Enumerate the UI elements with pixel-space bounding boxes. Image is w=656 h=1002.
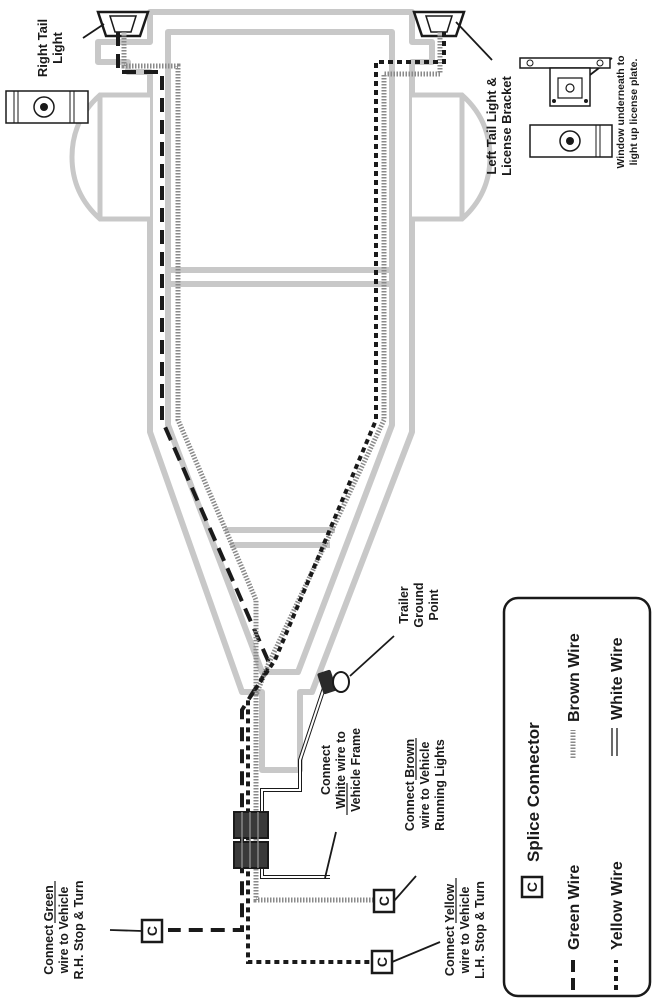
right-tail-light — [96, 10, 150, 38]
label-trailer-ground: Trailer Ground Point — [397, 582, 441, 627]
svg-text:light up license plate.: light up license plate. — [628, 59, 640, 166]
svg-text:White wire to: White wire to — [334, 731, 348, 809]
label-connect-green: Connect Green wire to Vehicle R.H. Stop … — [42, 880, 86, 979]
svg-text:Connect Brown: Connect Brown — [403, 739, 417, 831]
left-tail-light — [412, 10, 466, 38]
svg-text:Window underneath to: Window underneath to — [615, 55, 627, 168]
splice-connector-green: C — [140, 918, 164, 944]
fenders — [69, 92, 493, 222]
splice-symbol-green: C — [144, 926, 160, 936]
connector-plug-upper — [233, 811, 269, 839]
brown-wire-right — [121, 32, 259, 695]
svg-text:Right Tail: Right Tail — [35, 19, 50, 77]
label-connect-yellow: Connect Yellow wire to Vehicle L.H. Stop… — [443, 878, 487, 979]
legend-splice-symbol-box — [520, 875, 544, 899]
label-connect-white: Connect White wire to Vehicle Frame — [319, 728, 363, 815]
svg-text:L.H. Stop & Turn: L.H. Stop & Turn — [473, 881, 487, 979]
left-fender — [412, 92, 493, 222]
label-connect-brown: Connect Brown wire to Vehicle Running Li… — [403, 738, 447, 831]
label-left-tail-light: Left Tail Light & License Bracket — [484, 75, 514, 175]
svg-text:Point: Point — [427, 589, 441, 621]
white-wire-lower-back — [260, 850, 330, 879]
legend-splice-label: Splice Connector — [524, 722, 543, 862]
brown-wire-main — [253, 695, 374, 903]
leader-brown — [393, 875, 417, 902]
leader-ground — [349, 635, 395, 677]
svg-text:wire to Vehicle: wire to Vehicle — [57, 887, 71, 975]
svg-text:R.H. Stop & Turn: R.H. Stop & Turn — [72, 880, 86, 979]
leader-left-tail — [455, 21, 493, 61]
svg-text:Ground: Ground — [412, 582, 426, 627]
splice-connector-yellow: C — [370, 949, 394, 975]
license-bracket-detail — [519, 57, 611, 107]
white-wire-to-frame-fill — [261, 681, 327, 812]
svg-text:Light: Light — [50, 31, 65, 63]
yellow-wire — [246, 32, 446, 964]
legend: C Splice Connector Green Wire Brown Wire… — [502, 596, 652, 998]
svg-text:Connect Yellow: Connect Yellow — [443, 884, 457, 976]
svg-text:Connect Green: Connect Green — [42, 885, 56, 975]
splice-symbol-yellow: C — [374, 957, 390, 967]
connector-plug-lower — [233, 841, 269, 869]
svg-text:wire to Vehicle: wire to Vehicle — [418, 742, 432, 830]
right-light-detail — [5, 90, 89, 124]
left-light-detail — [529, 124, 613, 158]
frame-inner-outline — [165, 29, 395, 675]
leader-yellow — [391, 941, 441, 963]
svg-text:Connect: Connect — [319, 744, 333, 795]
svg-text:Running Lights: Running Lights — [433, 739, 447, 831]
white-wire-to-frame-back — [260, 681, 328, 812]
svg-text:Trailer: Trailer — [397, 586, 411, 624]
label-window-note: Window underneath to light up license pl… — [615, 55, 640, 168]
wires — [116, 32, 446, 964]
legend-brown-label: Brown Wire — [566, 633, 583, 722]
four-way-connector — [233, 811, 269, 869]
green-wire — [116, 32, 273, 932]
svg-text:Left Tail Light &: Left Tail Light & — [484, 77, 499, 174]
splice-connector-brown: C — [372, 888, 396, 914]
leader-white — [324, 831, 337, 879]
legend-green-label: Green Wire — [566, 865, 583, 950]
legend-yellow-label: Yellow Wire — [609, 861, 626, 950]
legend-splice-symbol: C — [524, 882, 540, 892]
right-fender — [69, 92, 150, 222]
leader-right-tail — [82, 23, 105, 39]
leader-green — [109, 929, 143, 932]
white-wire-lower-fill — [261, 850, 330, 878]
svg-text:License Bracket: License Bracket — [499, 75, 514, 175]
ground-bolt — [317, 669, 350, 695]
label-right-tail-light: Right Tail Light — [35, 19, 65, 77]
legend-white-label: White Wire — [609, 637, 626, 720]
splice-symbol-brown: C — [376, 896, 392, 906]
svg-text:wire to Vehicle: wire to Vehicle — [458, 887, 472, 975]
svg-text:Vehicle Frame: Vehicle Frame — [349, 728, 363, 812]
